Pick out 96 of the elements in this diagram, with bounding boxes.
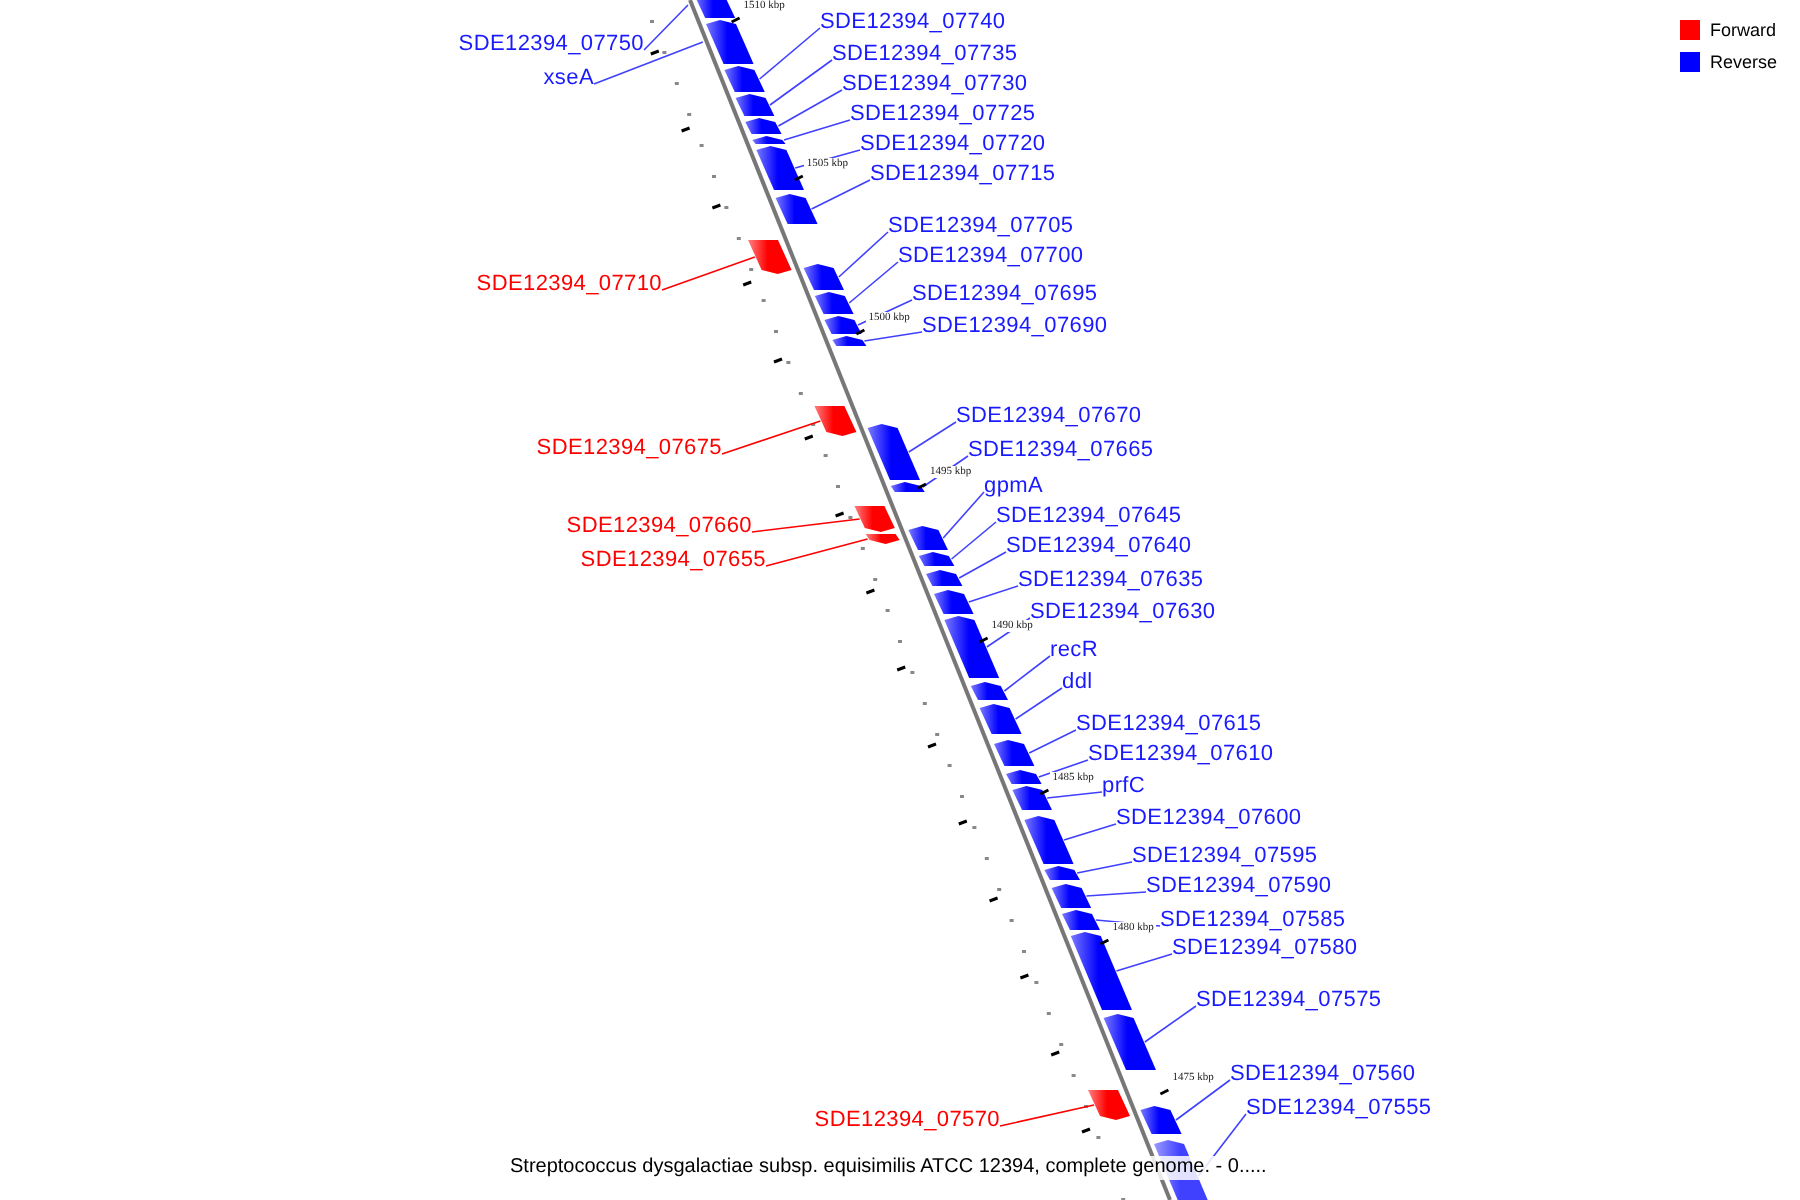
gene-label: SDE12394_07585 [1160,908,1346,934]
gene-block [694,0,736,18]
gene-block [1103,1014,1156,1070]
gene-block [1006,770,1042,784]
leader-line [838,231,889,278]
leader-line [810,179,871,210]
gene-block [814,406,857,436]
gene-block [803,264,844,290]
gene-block [908,526,948,550]
gene-label: SDE12394_07695 [912,282,1098,308]
gene-label: SDE12394_07640 [1006,534,1192,560]
leader-line [863,331,923,342]
leader-line [958,551,1007,579]
gene-block [748,240,792,274]
gene-label: SDE12394_07635 [1018,568,1204,594]
gene-label: SDE12394_07730 [842,72,1028,98]
leader-line [1115,953,1173,972]
leader-line [751,518,861,533]
gene-block [1088,1090,1130,1120]
gene-label: SDE12394_07670 [956,404,1142,430]
leader-line [848,261,899,304]
leader-line [721,420,822,455]
leader-line [661,256,756,291]
leader-line [1063,823,1117,841]
leader-line [1085,891,1147,897]
gene-block [926,570,963,586]
leader-line [908,421,957,453]
gene-label: SDE12394_07590 [1146,874,1332,900]
leader-line [1046,791,1103,799]
leader-line [783,119,851,141]
leader-line [769,59,833,106]
gene-block [724,66,765,92]
gene-block [970,682,1008,700]
gene-block [934,590,974,614]
leader-line [777,89,843,127]
leader-line [968,585,1019,603]
gene-block [1140,1106,1182,1134]
leader-line [950,521,997,560]
gene-label: SDE12394_07720 [860,132,1046,158]
gene-block [1062,910,1100,930]
leader-line [1175,1079,1231,1121]
leader-line [643,4,689,51]
gene-label: ddl [1062,670,1093,696]
leader-line [765,538,869,567]
leader-line [1144,1005,1197,1043]
gene-label: SDE12394_07570 [814,1108,1000,1134]
leader-line [999,1104,1095,1127]
gene-label: SDE12394_07580 [1172,936,1358,962]
gene-label: gpmA [984,474,1044,500]
gene-label: SDE12394_07595 [1132,844,1318,870]
gene-label: SDE12394_07645 [996,504,1182,530]
gene-block [979,704,1022,734]
leader-line [593,41,704,85]
gene-label: SDE12394_07725 [850,102,1036,128]
gene-label: SDE12394_07600 [1116,806,1302,832]
gene-label: SDE12394_07750 [458,32,644,58]
leader-line [1038,759,1089,778]
gene-block [735,94,775,116]
gene-label: prfC [1102,774,1146,800]
gene-block [814,292,854,314]
gene-label: SDE12394_07705 [888,214,1074,240]
gene-block [1070,932,1132,1010]
gene-label: SDE12394_07615 [1076,712,1262,738]
gene-label: recR [1050,638,1099,664]
gene-label: SDE12394_07555 [1246,1096,1432,1122]
legend-label: Reverse [1710,52,1778,74]
gene-block [824,316,862,334]
gene-block [918,552,955,566]
gene-label: xseA [543,66,594,92]
gene-block [994,740,1035,766]
leader-line [758,27,821,80]
gene-label: SDE12394_07740 [820,10,1006,36]
gene-block [1012,786,1052,810]
gene-label: SDE12394_07630 [1030,600,1216,626]
gene-label: SDE12394_07715 [870,162,1056,188]
gene-label: SDE12394_07575 [1196,988,1382,1014]
gene-label: SDE12394_07690 [922,314,1108,340]
gene-label: SDE12394_07700 [898,244,1084,270]
leader-line [942,491,985,539]
leader-line [1028,729,1077,754]
gene-label: SDE12394_07675 [536,436,722,462]
leader-line [1014,687,1063,720]
gene-label: SDE12394_07660 [566,514,752,540]
gene-block [832,336,867,346]
leader-line [1003,655,1051,692]
gene-label: SDE12394_07665 [968,438,1154,464]
caption: Streptococcus dysgalactiae subsp. equisimilis ATCC 12394, complete genome. - 0..... [510,1156,1267,1180]
gene-label: SDE12394_07710 [476,272,662,298]
gene-block [775,194,818,224]
legend-label: Forward [1710,20,1777,42]
gene-label: SDE12394_07610 [1088,742,1274,768]
leader-line [1076,861,1133,874]
gene-label: SDE12394_07560 [1230,1062,1416,1088]
gene-label: SDE12394_07655 [580,548,766,574]
gene-block [1051,884,1092,908]
gene-label: SDE12394_07735 [832,42,1018,68]
